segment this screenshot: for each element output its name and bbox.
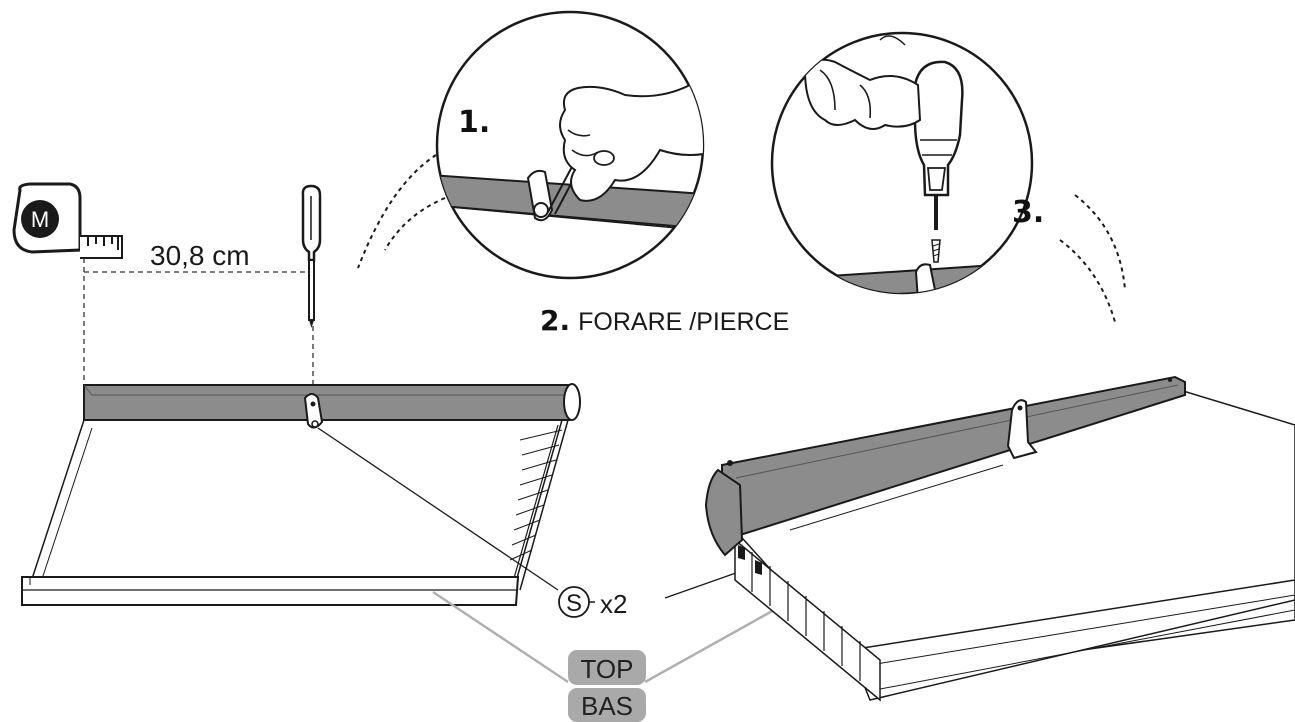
top-bas-leaders: [432, 590, 793, 684]
screwdriver-icon: [301, 184, 322, 328]
blind-right: [704, 375, 1295, 702]
bottom-label: BAS: [581, 691, 633, 721]
step2-label: 2.FORARE /PIERCE: [540, 304, 789, 337]
step3-label: 3.: [1012, 195, 1044, 230]
top-bottom-labels: TOP BAS: [568, 650, 646, 722]
part-callout: S x2: [558, 586, 627, 619]
leader-line-left: [317, 427, 559, 591]
part-quantity: x2: [600, 589, 627, 619]
bottom-label-bg: [568, 688, 646, 722]
bracket-left: [303, 393, 324, 429]
step1-dashed-arc: [357, 154, 437, 269]
top-label-bg: [568, 650, 646, 685]
part-code: S: [566, 590, 582, 617]
tape-badge-label: M: [31, 207, 49, 232]
tape-badge-circle: [21, 200, 59, 238]
blind-left: [21, 383, 581, 606]
tape-measure-icon: M: [12, 182, 123, 259]
detail-circle-step3: [770, 31, 1034, 295]
distance-label: 30,8 cm: [150, 240, 250, 271]
detail-circle-step1: [435, 10, 705, 280]
top-label: TOP: [581, 654, 634, 684]
headrail-left: [83, 384, 581, 421]
bracket-right: [1006, 399, 1038, 460]
step3-dashed-arc: [1074, 194, 1126, 291]
step1-label: 1.: [458, 105, 490, 140]
